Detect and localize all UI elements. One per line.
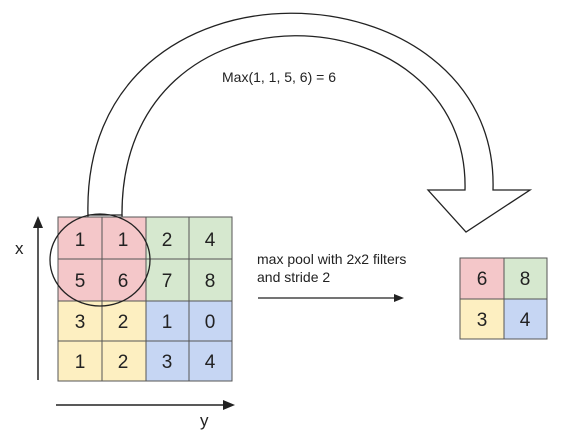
- output-cell-bottom-left: [460, 299, 504, 339]
- output-cell: 4: [520, 310, 531, 331]
- formula-text: Max(1, 1, 5, 6) = 6: [222, 69, 336, 85]
- output-cell-top-left: [460, 258, 504, 299]
- y-axis-arrow: [56, 400, 235, 410]
- input-cell: 2: [118, 312, 129, 333]
- caption-arrow: [258, 294, 404, 302]
- input-cell: 8: [205, 271, 216, 292]
- input-cell: 6: [118, 271, 129, 292]
- output-cell: 8: [520, 269, 531, 290]
- output-cell: 6: [477, 269, 488, 290]
- input-cell: 4: [205, 352, 216, 373]
- pool-window-circle: [49, 213, 151, 307]
- input-cell: 1: [118, 230, 129, 251]
- input-cell: 3: [75, 312, 86, 333]
- input-cell: 1: [162, 312, 173, 333]
- curved-arrow: [87, 12, 533, 233]
- input-cell: 0: [205, 312, 216, 333]
- output-cell: 3: [477, 310, 488, 331]
- input-cell: 5: [75, 271, 86, 292]
- input-cell: 1: [75, 352, 86, 373]
- caption-line-1: max pool with 2x2 filters: [257, 251, 406, 267]
- input-cell: 2: [162, 230, 173, 251]
- output-cell-bottom-right: [504, 299, 547, 339]
- input-cell: 3: [162, 352, 173, 373]
- axis-x-label: x: [15, 239, 24, 258]
- x-axis-arrow: [33, 216, 43, 380]
- output-grid: 6 8 3 4: [459, 257, 548, 340]
- input-cell: 2: [118, 352, 129, 373]
- axis-y-label: y: [200, 411, 209, 430]
- caption-line-2: and stride 2: [257, 269, 330, 285]
- input-cell: 4: [205, 230, 216, 251]
- output-cell-top-right: [504, 258, 547, 299]
- input-grid: 1 1 2 4 5 6 7 8 3 2 1 0 1 2 3 4: [57, 216, 233, 382]
- input-cell: 1: [75, 230, 86, 251]
- input-cell: 7: [162, 271, 173, 292]
